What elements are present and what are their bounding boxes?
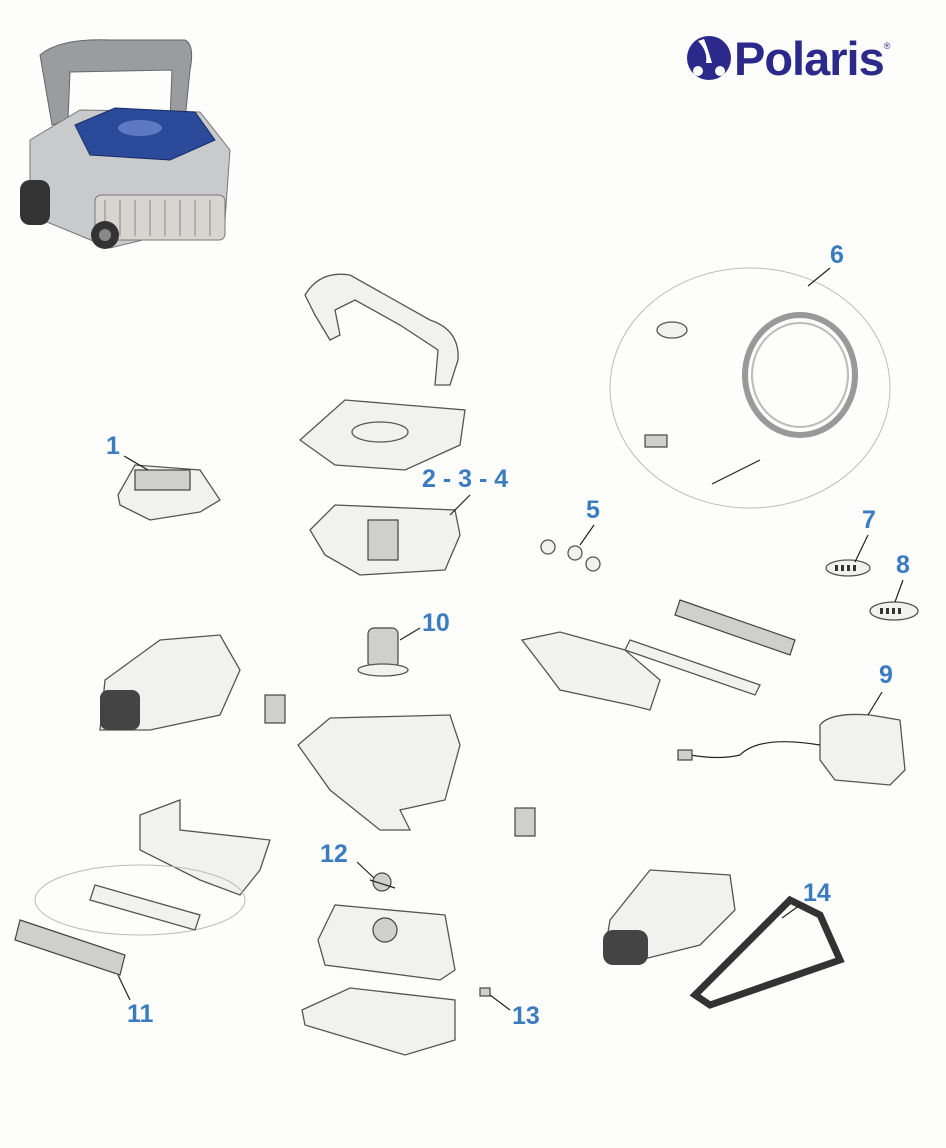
callout-5: 5 xyxy=(586,496,600,524)
brand-name: Polaris xyxy=(734,31,885,85)
part-14-track xyxy=(603,869,845,1009)
callout-14: 14 xyxy=(803,879,831,907)
callout-9: 9 xyxy=(879,661,893,689)
roller-brush-part xyxy=(624,599,796,696)
callout-13: 13 xyxy=(512,1002,540,1030)
part-6-floating-cable xyxy=(609,267,891,509)
callout-2-3-4: 2 - 3 - 4 xyxy=(422,465,509,493)
chassis-part xyxy=(297,714,461,831)
callout-leader-lines xyxy=(117,267,904,1011)
part-9-power-supply xyxy=(677,713,906,786)
left-clip-part xyxy=(264,694,286,724)
front-bumper-part xyxy=(139,799,271,896)
part-11-brush-kit xyxy=(14,864,246,976)
callout-8: 8 xyxy=(896,551,910,579)
polaris-swimmer-icon xyxy=(687,36,731,80)
part-12-impeller xyxy=(369,872,396,892)
registered-mark: ® xyxy=(883,41,891,51)
part-7-clips xyxy=(825,559,871,577)
polaris-logo: Polaris ® xyxy=(684,33,890,83)
callout-6: 6 xyxy=(830,241,844,269)
callout-1: 1 xyxy=(106,432,120,460)
callout-10: 10 xyxy=(422,609,450,637)
part-5-screws xyxy=(540,539,601,572)
callout-12: 12 xyxy=(320,840,348,868)
right-side-panel-part xyxy=(520,631,661,711)
part-8-clips xyxy=(869,601,919,621)
right-clip-part xyxy=(514,807,536,837)
bottom-plate-part xyxy=(301,987,456,1056)
callout-7: 7 xyxy=(862,506,876,534)
callout-11: 11 xyxy=(127,1000,154,1028)
handle-part xyxy=(304,273,459,386)
part-13-small-clip xyxy=(479,987,491,997)
robot-cleaner-photo xyxy=(20,39,231,249)
part-10-impeller-cone xyxy=(357,627,409,677)
